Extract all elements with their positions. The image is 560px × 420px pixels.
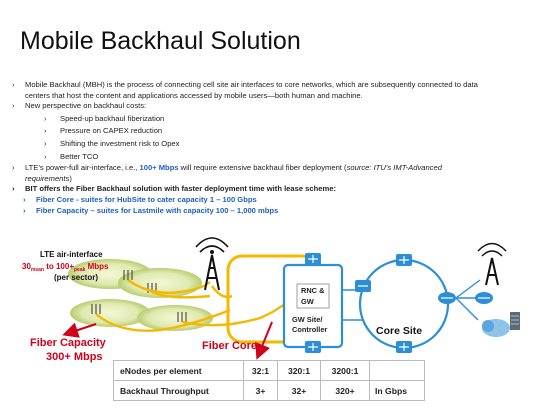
rnc-label: RNC & bbox=[301, 286, 325, 295]
cell-coverage bbox=[70, 299, 150, 327]
rate-peak-sub: peak bbox=[74, 267, 86, 273]
rate-mid: to 100+ bbox=[44, 262, 74, 271]
bullet-text: LTE’s power-full air-interface, i.e., bbox=[25, 163, 140, 173]
source-note-cont: requirements bbox=[25, 173, 70, 183]
source-note: source: ITU’s IMT-Advanced bbox=[346, 163, 442, 173]
rate-unit: Mbps bbox=[85, 262, 109, 271]
small-cell-antenna-icon bbox=[91, 270, 187, 322]
bullet-marker: › bbox=[12, 80, 15, 89]
bullet-fiber-core: › Fiber Core - suites for HubSite to cat… bbox=[12, 195, 550, 206]
sub-bullet-text: Better TCO bbox=[60, 151, 99, 161]
sub-bullet: › Pressure on CAPEX reduction bbox=[12, 126, 550, 137]
bullet-costs: › New perspective on backhaul costs: bbox=[12, 101, 550, 112]
controller-label: Controller bbox=[292, 325, 327, 334]
fiber-core-label: Fiber Core bbox=[202, 340, 257, 352]
capacity-table: eNodes per element 32:1 320:1 3200:1 Bac… bbox=[113, 360, 425, 401]
switch-icon bbox=[305, 341, 321, 353]
lte-label: LTE air-interface bbox=[40, 250, 103, 259]
sub-marker: › bbox=[44, 113, 47, 123]
bullet-marker: › bbox=[12, 101, 15, 111]
arrow bbox=[255, 321, 273, 360]
per-sector-label: (per sector) bbox=[54, 273, 98, 282]
fiber-capacity-path bbox=[95, 279, 291, 332]
sub-bullet-text: Pressure on CAPEX reduction bbox=[60, 126, 163, 136]
gw-site-label: GW Site/ bbox=[292, 315, 322, 324]
table-cell: 32+ bbox=[277, 380, 321, 401]
sub-bullet: › Better TCO bbox=[12, 152, 550, 163]
table-cell bbox=[369, 360, 425, 381]
router-icon bbox=[438, 292, 456, 304]
bullet-text: BIT offers the Fiber Backhaul solution w… bbox=[25, 184, 336, 194]
bullet-text: Fiber Core - suites for HubSite to cater… bbox=[36, 194, 257, 204]
fiber-capacity-label: Fiber Capacity bbox=[30, 337, 107, 349]
gw-label: GW bbox=[301, 297, 314, 306]
fiber-capacity-value: 300+ Mbps bbox=[46, 351, 103, 363]
cell-tower-icon bbox=[195, 237, 229, 291]
bullet-text-cont: centers that host the content and applic… bbox=[25, 90, 363, 100]
bullet-marker: › bbox=[23, 205, 26, 215]
bullet-text: Mobile Backhaul (MBH) is the process of … bbox=[25, 80, 478, 89]
fiber-link bbox=[211, 285, 233, 299]
bullet-text: Fiber Capacity – suites for Lastmile wit… bbox=[36, 205, 279, 215]
sub-marker: › bbox=[44, 138, 47, 148]
table-cell: In Gbps bbox=[369, 380, 425, 401]
table-row: Backhaul Throughput 3+ 32+ 320+ In Gbps bbox=[113, 380, 425, 401]
bullet-bit: › BIT offers the Fiber Backhaul solution… bbox=[12, 184, 550, 195]
table-row-label: eNodes per element bbox=[113, 360, 244, 381]
cell-coverage bbox=[118, 268, 202, 298]
bullet-text: ) bbox=[69, 173, 72, 183]
router-icon bbox=[355, 280, 371, 292]
table-row: eNodes per element 32:1 320:1 3200:1 bbox=[113, 360, 425, 381]
router-icon bbox=[396, 341, 412, 353]
bullet-list: › Mobile Backhaul (MBH) is the process o… bbox=[12, 80, 550, 216]
rnc-box bbox=[296, 283, 330, 309]
sub-bullet: › Shifting the investment risk to Opex bbox=[12, 139, 550, 150]
rate-mean-sub: mean bbox=[31, 267, 44, 273]
bullet-marker: › bbox=[23, 194, 26, 204]
table-cell: 3+ bbox=[243, 380, 278, 401]
sub-bullet-text: Speed-up backhaul fiberization bbox=[60, 113, 165, 123]
bullet-mbh: › Mobile Backhaul (MBH) is the process o… bbox=[12, 80, 550, 101]
sub-bullet-text: Shifting the investment risk to Opex bbox=[60, 138, 180, 148]
bullet-lte: › LTE’s power-full air-interface, i.e., … bbox=[12, 163, 550, 184]
cloud-icon bbox=[482, 319, 510, 337]
sub-marker: › bbox=[44, 151, 47, 161]
router-icon bbox=[396, 254, 412, 266]
table-cell: 320:1 bbox=[277, 360, 321, 381]
rate-label: 30mean to 100+peak Mbps bbox=[22, 262, 109, 273]
bullet-marker: › bbox=[12, 163, 15, 173]
sub-bullet: › Speed-up backhaul fiberization bbox=[12, 114, 550, 125]
arrow bbox=[62, 322, 97, 338]
rate-mean-value: 30 bbox=[22, 262, 31, 271]
router-icon bbox=[475, 292, 493, 304]
table-cell: 320+ bbox=[320, 380, 370, 401]
switch-icon bbox=[305, 253, 321, 265]
highlight-rate: 100+ Mbps bbox=[139, 163, 179, 173]
slide-title: Mobile Backhaul Solution bbox=[20, 27, 301, 55]
bullet-text: will require extensive backhaul fiber de… bbox=[178, 163, 347, 173]
core-site-label: Core Site bbox=[376, 325, 422, 337]
cell-tower-icon bbox=[477, 242, 507, 286]
sub-marker: › bbox=[44, 126, 47, 136]
bullet-text: New perspective on backhaul costs: bbox=[25, 101, 147, 111]
bullet-fiber-capacity: › Fiber Capacity – suites for Lastmile w… bbox=[12, 206, 550, 217]
table-row-label: Backhaul Throughput bbox=[113, 380, 244, 401]
server-icon bbox=[510, 312, 520, 330]
bullet-marker: › bbox=[12, 184, 15, 194]
table-cell: 32:1 bbox=[243, 360, 278, 381]
table-cell: 3200:1 bbox=[320, 360, 370, 381]
